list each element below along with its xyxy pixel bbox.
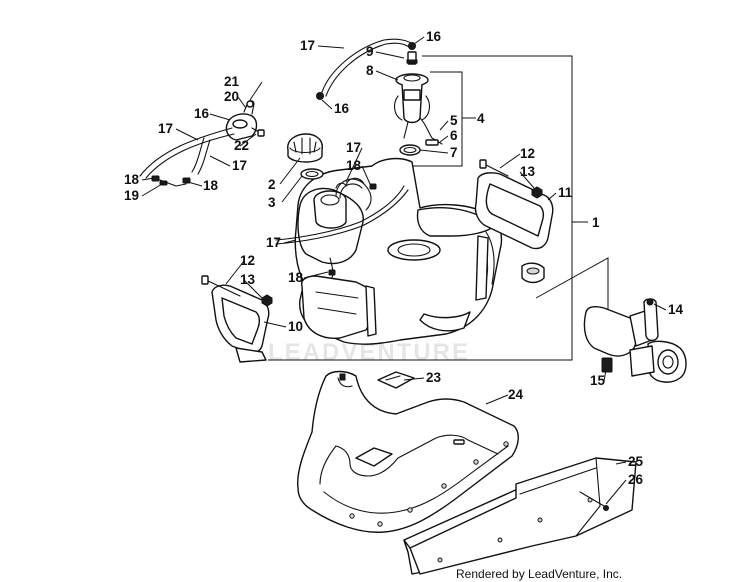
callout-16-mid: 16 <box>334 101 350 116</box>
callout-leaders <box>141 36 667 505</box>
callout-18-left: 18 <box>124 172 140 187</box>
callout-21: 21 <box>224 74 240 89</box>
callout-17-top: 17 <box>300 38 315 53</box>
mount-bracket <box>535 257 687 383</box>
filler-vent-hose <box>275 178 409 279</box>
gas-cap <box>287 133 324 180</box>
callout-9: 9 <box>366 44 374 59</box>
callout-10: 10 <box>288 319 303 334</box>
callout-17-left: 17 <box>158 121 173 136</box>
frame-guard <box>403 457 637 575</box>
callouts: 1 2 3 4 5 6 7 8 9 10 11 12 12 13 13 14 1… <box>124 29 684 487</box>
callout-17-low: 17 <box>266 235 281 250</box>
callout-20: 20 <box>224 89 239 104</box>
callout-2: 2 <box>268 177 276 192</box>
callout-13-left: 13 <box>240 272 256 287</box>
callout-6: 6 <box>450 128 458 143</box>
callout-8: 8 <box>366 63 374 78</box>
right-tank-strap <box>474 159 554 284</box>
fuel-pump-assembly <box>393 51 463 167</box>
callout-18-vent: 18 <box>203 178 219 193</box>
callout-5: 5 <box>450 113 458 128</box>
callout-18-low: 18 <box>288 270 304 285</box>
callout-15: 15 <box>590 373 606 388</box>
callout-17-vent: 17 <box>232 158 247 173</box>
render-credit: Rendered by LeadVenture, Inc. <box>456 567 622 581</box>
skid-plate <box>297 370 519 533</box>
assembly-bracket <box>268 55 588 361</box>
callout-4: 4 <box>477 111 485 126</box>
left-tank-strap <box>201 275 273 363</box>
callout-1: 1 <box>592 215 600 230</box>
callout-11: 11 <box>558 185 573 200</box>
callout-26: 26 <box>628 472 644 487</box>
callout-16-top: 16 <box>426 29 442 44</box>
callout-19: 19 <box>124 188 139 203</box>
callout-12-left: 12 <box>240 253 255 268</box>
callout-14: 14 <box>668 302 684 317</box>
cap-gasket <box>300 168 324 180</box>
callout-18-mid: 18 <box>346 158 362 173</box>
callout-22: 22 <box>234 138 249 153</box>
fuel-tank <box>294 157 503 345</box>
fuel-line-hose <box>316 38 416 100</box>
callout-17-mid: 17 <box>346 140 361 155</box>
callout-24: 24 <box>508 387 524 402</box>
callout-12-right: 12 <box>520 146 535 161</box>
callout-7: 7 <box>450 145 458 160</box>
callout-16-left: 16 <box>194 106 210 121</box>
callout-25: 25 <box>628 454 644 469</box>
callout-3: 3 <box>268 195 276 210</box>
callout-23: 23 <box>426 370 442 385</box>
callout-13-right: 13 <box>520 164 536 179</box>
skid-pad <box>377 371 415 389</box>
